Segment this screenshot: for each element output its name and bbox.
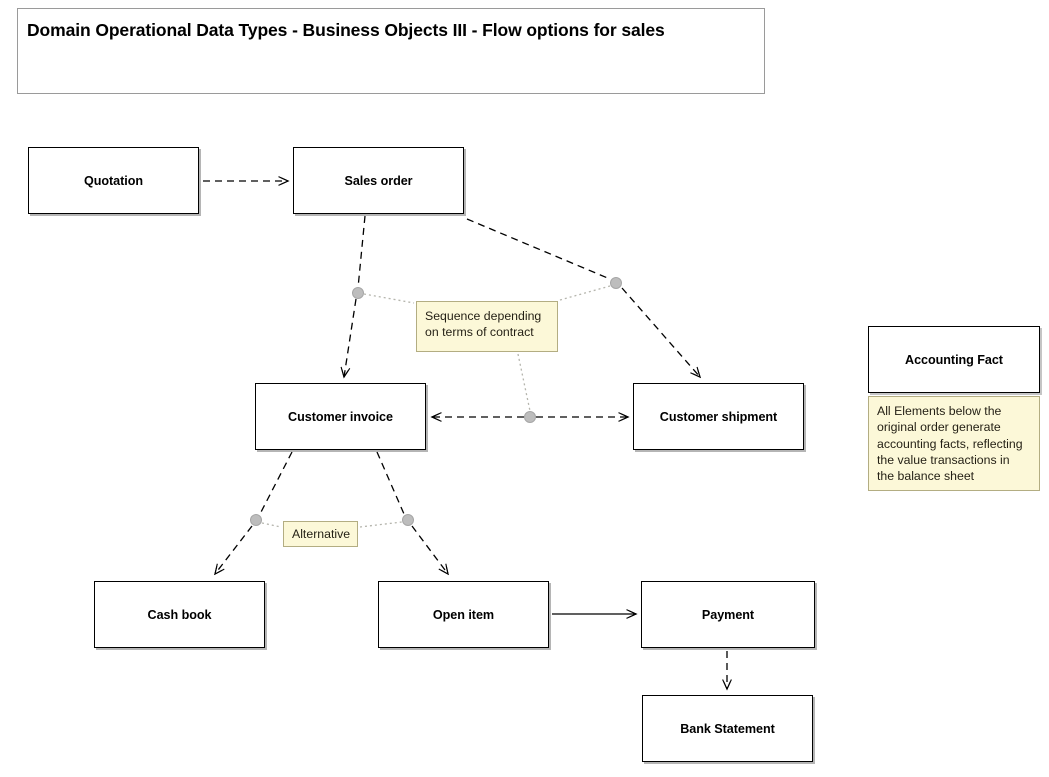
page-title: Domain Operational Data Types - Business…	[27, 20, 665, 40]
node-payment[interactable]: Payment	[641, 581, 815, 648]
anchor-dot-sales-invoice[interactable]	[352, 287, 364, 299]
edge-sales-order-to-customer-invoice	[344, 215, 366, 377]
node-label-payment: Payment	[701, 607, 755, 622]
edge-customer-invoice-to-cash-book	[215, 451, 293, 574]
node-sales-order[interactable]: Sales order	[293, 147, 464, 214]
note-sequence[interactable]: Sequence depending on terms of contract	[416, 301, 558, 352]
anchor-dot-invoice-shipment[interactable]	[524, 411, 536, 423]
note-alternative[interactable]: Alternative	[283, 521, 358, 547]
edge-customer-invoice-to-open-item	[376, 451, 448, 574]
note-accounting-fact-line-3: accounting facts, reflecting	[877, 436, 1023, 451]
node-label-sales-order: Sales order	[344, 173, 413, 188]
edge-sales-order-to-customer-shipment	[466, 218, 700, 377]
node-bank-statement[interactable]: Bank Statement	[642, 695, 813, 762]
anchor-dot-alternative-left[interactable]	[250, 514, 262, 526]
leader-sequence-note-to-shipment-anchor	[559, 285, 611, 301]
node-label-cash-book: Cash book	[147, 607, 212, 622]
note-accounting-fact-line-5: the balance sheet	[877, 469, 975, 484]
node-customer-invoice[interactable]: Customer invoice	[255, 383, 426, 450]
note-accounting-fact[interactable]: All Elements below the original order ge…	[868, 396, 1040, 491]
node-open-item[interactable]: Open item	[378, 581, 549, 648]
node-label-customer-shipment: Customer shipment	[659, 409, 778, 424]
anchor-dot-sales-shipment[interactable]	[610, 277, 622, 289]
node-label-bank-statement: Bank Statement	[680, 721, 775, 736]
node-label-customer-invoice: Customer invoice	[288, 409, 393, 424]
leader-sequence-note-to-invoice-anchor	[517, 353, 531, 412]
note-accounting-fact-line-4: the value transactions in	[877, 453, 1010, 468]
note-alternative-line-1: Alternative	[292, 527, 351, 541]
note-sequence-line-2: on terms of contract	[425, 325, 534, 340]
note-accounting-fact-line-2: original order generate	[877, 420, 1001, 435]
node-label-accounting-fact: Accounting Fact	[905, 352, 1003, 367]
diagram-title-frame: Domain Operational Data Types - Business…	[17, 8, 765, 94]
node-accounting-fact[interactable]: Accounting Fact	[868, 326, 1040, 393]
note-sequence-line-1: Sequence depending	[425, 309, 542, 323]
node-customer-shipment[interactable]: Customer shipment	[633, 383, 804, 450]
note-accounting-fact-line-1: All Elements below the	[877, 404, 1002, 418]
node-label-quotation: Quotation	[83, 173, 143, 188]
leader-alternative-note-right	[359, 521, 403, 528]
node-label-open-item: Open item	[432, 607, 495, 622]
node-quotation[interactable]: Quotation	[28, 147, 199, 214]
anchor-dot-alternative-right[interactable]	[402, 514, 414, 526]
leader-sequence-note-to-anchor	[363, 293, 415, 304]
node-cash-book[interactable]: Cash book	[94, 581, 265, 648]
leader-alternative-note-left	[261, 522, 282, 528]
